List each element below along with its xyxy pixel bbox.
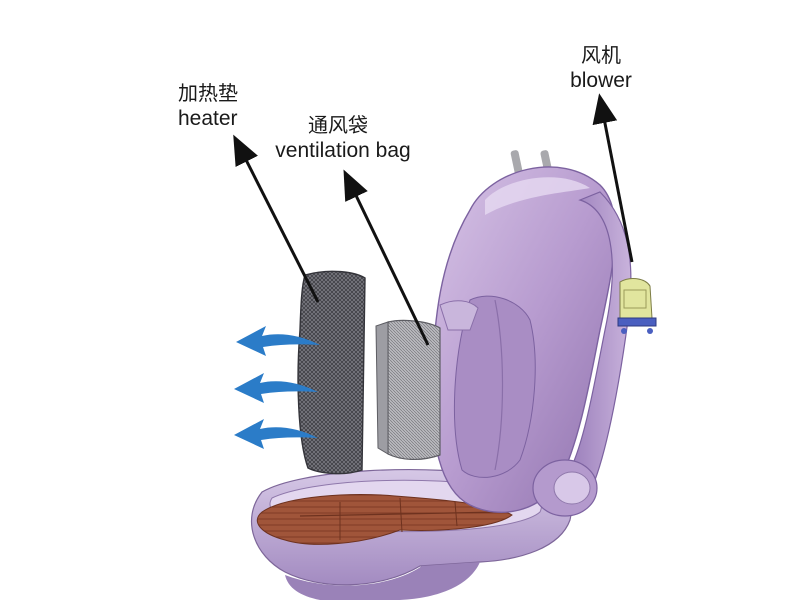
heater-label: 加热垫 heater	[178, 80, 268, 132]
heater-label-zh: 加热垫	[178, 81, 238, 105]
pointer-arrows	[233, 93, 634, 346]
pointer-arrow-icon	[592, 93, 634, 263]
airflow-arrow-icon	[234, 373, 318, 403]
airflow-arrows	[234, 326, 320, 449]
heater-label-en: heater	[178, 107, 238, 130]
pointer-arrow-icon	[233, 134, 320, 303]
blower-label: 风机 blower	[560, 42, 642, 94]
ventilation-bag	[375, 319, 441, 460]
pointer-arrow-icon	[343, 169, 430, 346]
ventilation-bag-label-zh: 通风袋	[308, 113, 368, 137]
blower-label-zh: 风机	[581, 43, 621, 67]
blower-label-en: blower	[570, 69, 632, 92]
seat-backrest	[431, 150, 632, 517]
blower-unit	[617, 278, 657, 334]
airflow-arrow-icon	[234, 419, 318, 449]
heater-mat	[297, 270, 366, 475]
airflow-arrow-icon	[236, 326, 320, 356]
ventilation-bag-label-en: ventilation bag	[275, 139, 411, 162]
ventilation-bag-label: 通风袋 ventilation bag	[268, 112, 418, 164]
